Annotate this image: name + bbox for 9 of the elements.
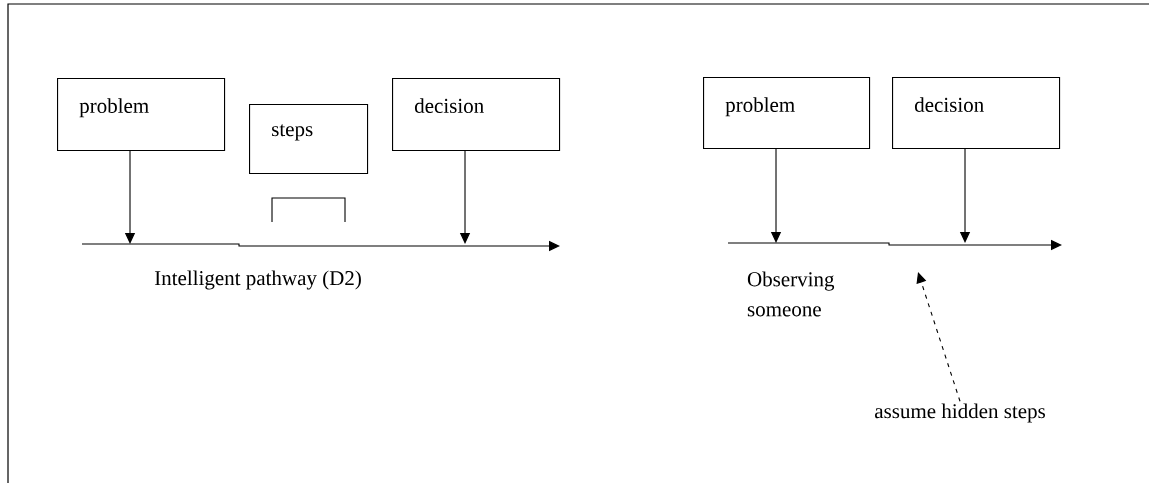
caption-text: Intelligent pathway (D2) [154,270,361,290]
note-text: assume hidden steps [875,403,1045,423]
process-box: steps [249,104,369,175]
leader-arrow [916,272,961,402]
process-box: decision [392,78,561,152]
process-box: decision [892,77,1061,150]
process-box: problem [703,77,871,150]
process-box: problem [57,78,226,152]
caption-text: Observing someone [747,271,835,317]
